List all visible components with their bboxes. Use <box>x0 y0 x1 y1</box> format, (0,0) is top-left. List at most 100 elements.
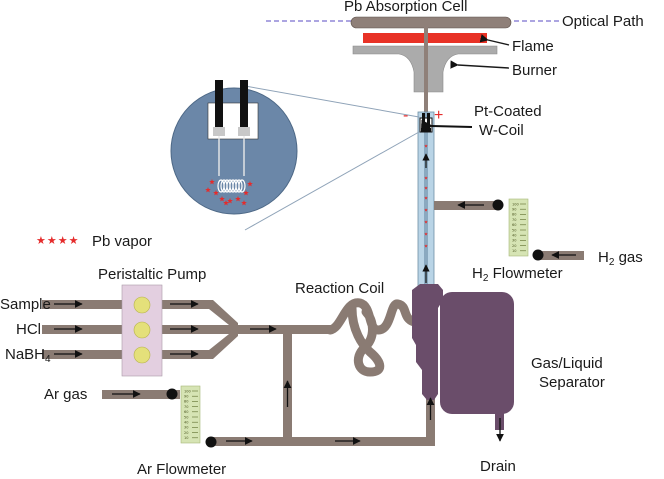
flowmeter-tick-label: 20 <box>512 244 516 248</box>
flowmeter-tick-label: 100 <box>184 389 191 393</box>
ar-flowmeter-label: Ar Flowmeter <box>137 461 226 478</box>
hcl-label: HCl <box>16 321 41 338</box>
coil-turn <box>235 179 243 193</box>
flowmeter-tick-label: 30 <box>184 426 188 430</box>
inset-guide-bottom <box>244 131 420 231</box>
coil-plus-sign: + <box>434 107 443 124</box>
flow-arrows <box>54 201 576 445</box>
absorption-cell <box>350 16 512 29</box>
inset-electrode-left <box>215 80 223 128</box>
inset-clamp-left <box>213 127 225 136</box>
peristaltic-pump-label: Peristaltic Pump <box>98 266 206 283</box>
inset-guide-top <box>244 85 420 118</box>
inset-wire <box>218 136 245 176</box>
inset-coil <box>217 179 246 193</box>
separator-left-body <box>412 284 443 400</box>
flame-label: Flame <box>512 38 554 55</box>
optical-path-label: Optical Path <box>562 13 644 30</box>
flowmeter-tick-label: 60 <box>512 223 516 227</box>
inset-pb-star <box>247 181 253 187</box>
merge-manifold-shape <box>200 300 238 359</box>
reaction-coil-label: Reaction Coil <box>295 280 384 297</box>
pipe-to-reaction-coil <box>236 325 332 334</box>
flowmeter-tick-label: 80 <box>512 213 516 217</box>
tube-pb-star <box>424 144 428 148</box>
flowmeter-tick-label: 90 <box>184 395 188 399</box>
inset-pb-star <box>223 200 229 206</box>
coil-turn <box>238 179 246 193</box>
inset-electrode-right <box>240 80 248 128</box>
h2-gas-label: H2 gas <box>598 249 643 268</box>
w-coil-electrode-left <box>422 113 425 128</box>
inset-pb-star <box>209 179 215 185</box>
flowmeter-tick-label: 50 <box>184 415 188 419</box>
ar-flowmeter-float-bottom <box>205 436 217 448</box>
ar-flowmeter-outlet-pipe <box>210 437 435 446</box>
flowmeter-tick-label: 40 <box>184 421 188 425</box>
separator-vessel <box>440 292 514 414</box>
pump-roller-2 <box>133 321 151 339</box>
inset-pb-star <box>241 200 247 206</box>
w-coil-label: W-Coil <box>479 122 524 139</box>
ar-gas-label: Ar gas <box>44 386 87 403</box>
flowmeter-tick-label: 60 <box>184 410 188 414</box>
burner-feed-tube <box>424 18 428 114</box>
sample-label: Sample <box>0 296 51 313</box>
flowmeter-tick-label: 10 <box>184 436 188 440</box>
w-coil-base <box>421 128 431 132</box>
h2-flowmeter-float-bottom <box>532 249 544 261</box>
tube-pb-star <box>424 244 428 248</box>
pump-roller-1 <box>133 296 151 314</box>
flowmeter-tick-label: 20 <box>184 431 188 435</box>
inset-pb-star <box>219 196 225 202</box>
flame-pointer <box>479 34 510 46</box>
tube-pb-star <box>424 232 428 236</box>
burner-label: Burner <box>512 62 557 79</box>
pb-vapor-stars-legend: ★★★★ <box>36 234 79 247</box>
flowmeter-tick-label: 70 <box>184 405 188 409</box>
nabh4-label: NaBH4 <box>5 346 51 365</box>
inset-pb-star <box>227 198 233 204</box>
tube-pb-star <box>424 220 428 224</box>
pb-vapor-label: Pb vapor <box>92 233 152 250</box>
pump-roller-3 <box>133 346 151 364</box>
pt-coated-label: Pt-Coated <box>474 103 542 120</box>
flowmeter-tick-label: 70 <box>512 218 516 222</box>
absorption-cell-label: Pb Absorption Cell <box>344 0 467 15</box>
separator-label-line2: Separator <box>539 374 605 391</box>
reaction-coil <box>325 298 419 377</box>
pb-vapor-stars-in-tube <box>424 144 428 248</box>
ar-gas-input-pipe <box>102 390 180 399</box>
flowmeter-tick-label: 10 <box>512 249 516 253</box>
flowmeter-tick-label: 100 <box>512 202 519 206</box>
separator-label-line1: Gas/Liquid <box>531 355 603 372</box>
separator-vessel-neck <box>464 292 490 298</box>
burner-pointer <box>450 60 510 69</box>
inset-pb-star <box>243 190 249 196</box>
drain-label: Drain <box>480 458 516 475</box>
inset-pb-vapor-stars <box>205 179 253 206</box>
inset-pb-star <box>213 190 219 196</box>
quartz-tube-inner <box>424 112 428 290</box>
ar-flowmeter-float-top <box>166 388 178 400</box>
tube-pb-star <box>424 186 428 190</box>
flowmeter-tick-label: 90 <box>512 208 516 212</box>
h2-tube-connector <box>434 205 438 208</box>
flowmeter-tick-label: 80 <box>184 400 188 404</box>
flowmeter-tick-label: 40 <box>512 234 516 238</box>
h2-flowmeter-float-top <box>492 199 504 211</box>
h2-flowmeter-label: H2 Flowmeter <box>472 265 563 284</box>
tube-pb-star <box>424 176 428 180</box>
flowmeter-tick-label: 50 <box>512 228 516 232</box>
tube-pb-star <box>424 208 428 212</box>
w-coil-electrode-right <box>427 113 430 128</box>
coil-minus-sign: - <box>403 107 408 124</box>
flowmeter-tick-label: 30 <box>512 239 516 243</box>
tube-pb-star <box>424 196 428 200</box>
inset-pb-star <box>205 187 211 193</box>
w-coil-pointer <box>421 119 473 132</box>
inset-pb-star <box>235 196 241 202</box>
